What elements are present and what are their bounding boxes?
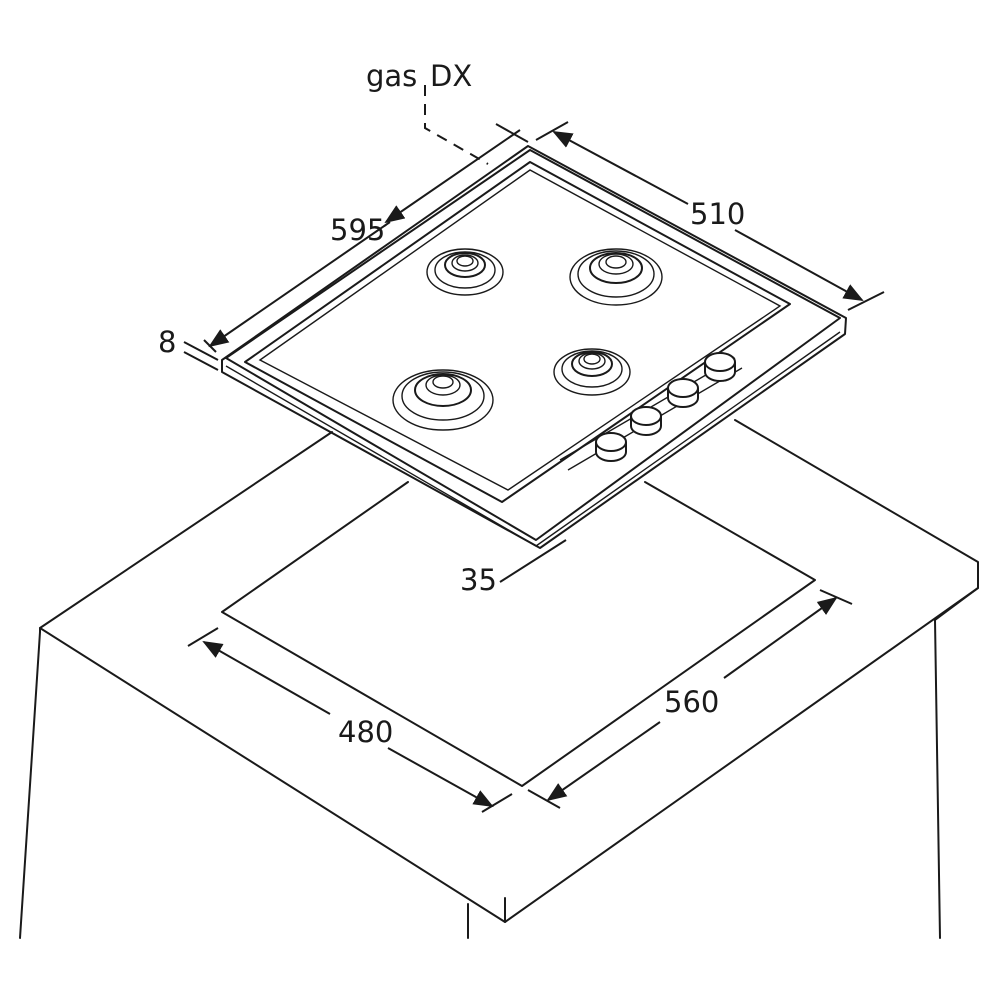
control-knob-4 [704,352,736,382]
control-knob-3 [667,378,699,408]
cutout [221,481,816,787]
dimension-35-label: 35 [460,563,497,597]
hob-inner-edge [244,161,791,503]
dimension-8-label: 8 [158,325,176,359]
hob-bottom-line [225,331,841,547]
cutout-outline [221,481,816,787]
burner-rear-right [569,248,663,306]
hob [221,145,847,549]
dimension-35: 35 [460,539,567,597]
burner-rear-left [426,248,504,296]
gas-dx-label: DX [430,59,472,93]
countertop-front-edge [39,587,979,923]
dimension-8: 8 [158,325,219,371]
burner-front-left [392,369,494,431]
cabinet-left-side [19,631,41,939]
dimension-595: 595 [203,123,529,353]
hob-inner-edge-2 [258,169,782,491]
dimension-510-label: 510 [690,197,745,231]
cabinet-right-side [934,619,941,939]
dimension-560: 560 [527,589,853,809]
countertop [19,419,979,939]
hob-outer-edge [221,145,847,549]
control-knob-2 [630,406,662,436]
hob-top-rim [225,149,841,541]
gas-connection-callout: gas DX [366,59,489,165]
dimension-595-label: 595 [330,213,385,247]
gas-connection-leader [424,85,489,165]
dimension-480-label: 480 [338,715,393,749]
control-knob-1 [595,432,627,462]
dimension-480: 480 [187,627,513,813]
gas-label: gas [366,59,417,93]
countertop-top-surface [39,419,979,923]
dimension-510: 510 [535,121,885,311]
burner-front-right [553,348,631,396]
dimension-560-label: 560 [664,685,719,719]
